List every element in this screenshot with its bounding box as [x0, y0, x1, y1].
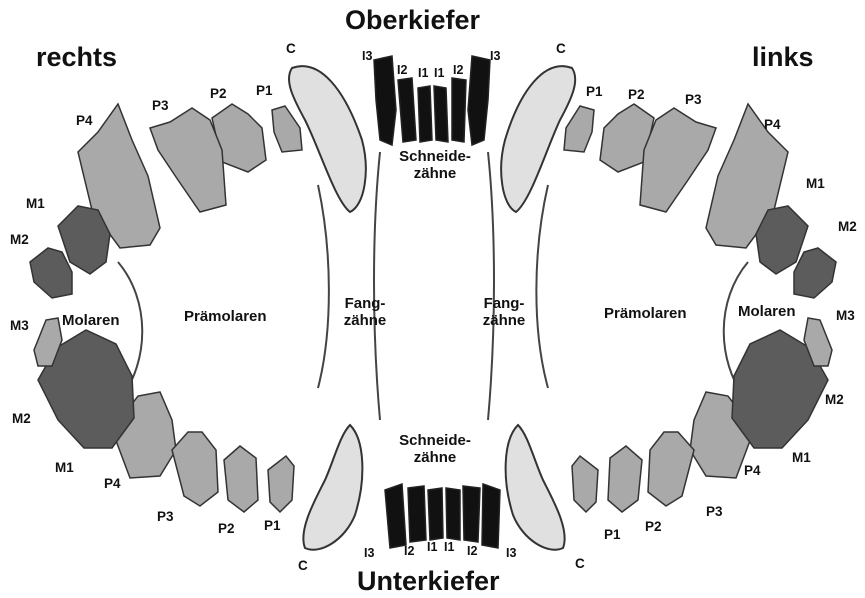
upper-left-canine [501, 66, 575, 212]
lower-jaw-label: Unterkiefer [357, 566, 500, 597]
lower-right-canine [303, 425, 362, 550]
lower-incisor-group-line-1: Schneide- [390, 432, 480, 449]
upper-right-p3-label: P3 [152, 98, 169, 113]
upper-right-p2-label: P2 [210, 86, 227, 101]
upper-left-p2-label: P2 [628, 87, 645, 102]
lower-right-p3 [172, 432, 218, 506]
right-molar-group-label: Molaren [62, 312, 120, 329]
lower-left-p1-label: P1 [604, 527, 621, 542]
lower-left-p3-label: P3 [706, 504, 723, 519]
lower-left-m1-label: M1 [792, 450, 811, 465]
upper-right-p1 [272, 106, 302, 152]
lower-incisor-group-label: Schneide- zähne [390, 432, 480, 466]
lower-left-p3 [648, 432, 694, 506]
right-canine-group-line-1: Fang- [335, 295, 395, 312]
arch-line-right-upper [318, 185, 329, 388]
lower-left-p4-label: P4 [744, 463, 761, 478]
arch-line-center-top-left [374, 152, 380, 420]
left-canine-group-line-2: zähne [474, 312, 534, 329]
left-molar-group-label: Molaren [738, 303, 796, 320]
left-side-label: links [752, 42, 814, 73]
upper-left-c-label: C [556, 41, 566, 56]
lower-incisor-i2-left [463, 486, 480, 542]
upper-incisor-i3-right [374, 56, 396, 145]
left-canine-group-line-1: Fang- [474, 295, 534, 312]
upper-left-p1 [564, 106, 594, 152]
arch-line-left-upper [536, 185, 548, 388]
upper-incisor-i3-left [468, 56, 490, 145]
upper-incisor-group-label: Schneide- zähne [390, 148, 480, 182]
lower-i3-left-label: I3 [506, 546, 516, 560]
right-premolar-group-label: Prämolaren [184, 308, 267, 325]
lower-right-p1 [268, 456, 294, 512]
upper-incisor-i1-left [434, 86, 448, 142]
lower-left-p2 [608, 446, 642, 512]
lower-left-m3-label: M3 [836, 308, 855, 323]
upper-i1-right-label: I1 [418, 66, 428, 80]
upper-left-m1-label: M1 [806, 176, 825, 191]
upper-right-c-label: C [286, 41, 296, 56]
upper-right-m2-label: M2 [10, 232, 29, 247]
lower-left-p1 [572, 456, 598, 512]
upper-i2-left-label: I2 [453, 63, 463, 77]
upper-left-m2 [794, 248, 836, 298]
lower-right-p2-label: P2 [218, 521, 235, 536]
lower-incisor-i1-right [428, 488, 443, 540]
lower-i2-right-label: I2 [404, 544, 414, 558]
upper-right-p4-label: P4 [76, 113, 93, 128]
lower-left-c-label: C [575, 556, 585, 571]
upper-incisor-i2-right [398, 78, 416, 142]
right-canine-group-label: Fang- zähne [335, 295, 395, 329]
upper-left-p1-label: P1 [586, 84, 603, 99]
lower-incisor-i2-right [408, 486, 426, 542]
lower-right-p2 [224, 446, 258, 512]
upper-i2-right-label: I2 [397, 63, 407, 77]
lower-right-p4-label: P4 [104, 476, 121, 491]
lower-left-canine [506, 425, 565, 550]
lower-incisor-i3-left [482, 484, 500, 548]
upper-incisor-group-line-1: Schneide- [390, 148, 480, 165]
lower-i2-left-label: I2 [467, 544, 477, 558]
lower-left-p2-label: P2 [645, 519, 662, 534]
lower-incisor-i3-right [385, 484, 406, 548]
lower-right-m3-label: M3 [10, 318, 29, 333]
lower-i1-right-label: I1 [427, 540, 437, 554]
upper-left-p4-label: P4 [764, 117, 781, 132]
lower-right-c-label: C [298, 558, 308, 573]
lower-i1-left-label: I1 [444, 540, 454, 554]
lower-i3-right-label: I3 [364, 546, 374, 560]
lower-right-m1-label: M1 [55, 460, 74, 475]
upper-jaw-label: Oberkiefer [345, 5, 480, 36]
upper-i1-left-label: I1 [434, 66, 444, 80]
upper-left-m2-label: M2 [838, 219, 857, 234]
right-canine-group-line-2: zähne [335, 312, 395, 329]
lower-right-p1-label: P1 [264, 518, 281, 533]
upper-left-p3-label: P3 [685, 92, 702, 107]
right-side-label: rechts [36, 42, 117, 73]
upper-i3-left-label: I3 [490, 49, 500, 63]
left-premolar-group-label: Prämolaren [604, 305, 687, 322]
left-canine-group-label: Fang- zähne [474, 295, 534, 329]
lower-right-p3-label: P3 [157, 509, 174, 524]
upper-right-m1-label: M1 [26, 196, 45, 211]
arch-line-center-top-right [488, 152, 494, 420]
upper-right-m2 [30, 248, 72, 298]
lower-left-m2-label: M2 [825, 392, 844, 407]
upper-right-p1-label: P1 [256, 83, 273, 98]
lower-incisor-i1-left [446, 488, 460, 540]
lower-right-m2-label: M2 [12, 411, 31, 426]
upper-incisor-group-line-2: zähne [390, 165, 480, 182]
lower-incisor-group-line-2: zähne [390, 449, 480, 466]
upper-incisor-i1-right [418, 86, 432, 142]
upper-incisor-i2-left [452, 78, 466, 142]
upper-i3-right-label: I3 [362, 49, 372, 63]
